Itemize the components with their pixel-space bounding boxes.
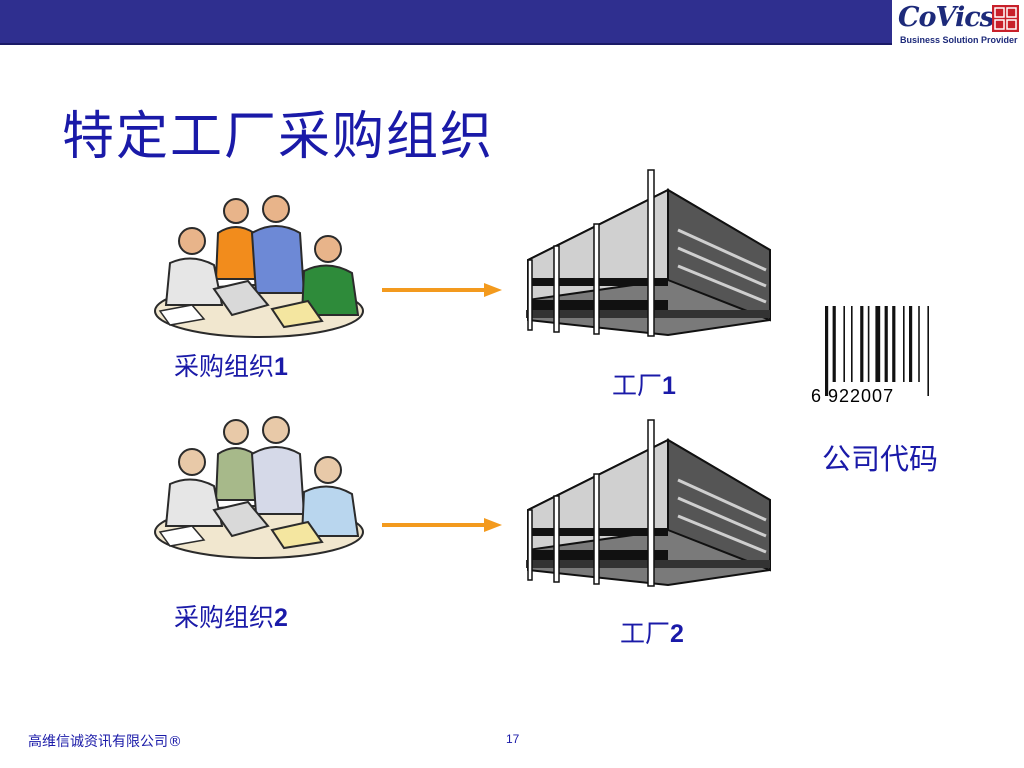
- factory-building-icon: [526, 169, 771, 337]
- people-meeting-icon: [154, 416, 364, 559]
- company-code-label: 公司代码: [822, 442, 939, 476]
- logo-seal-icon: [992, 5, 1019, 32]
- covics-logo: CoVics Business Solution Provider: [892, 0, 1024, 46]
- logo-wordmark: CoVics: [898, 2, 995, 33]
- people-meeting-icon: [154, 195, 364, 338]
- arrow-right-icon: [382, 518, 502, 532]
- arrow-right-icon: [382, 283, 502, 297]
- purchasing-group-label-1: 采购组织1: [174, 352, 288, 381]
- header-bar: [0, 0, 892, 45]
- purchasing-group-label-2: 采购组织2: [174, 603, 288, 632]
- plant-label-2: 工厂2: [620, 619, 684, 648]
- logo-tagline: Business Solution Provider: [900, 35, 1018, 45]
- plant-label-1: 工厂1: [612, 371, 676, 400]
- page-number: 17: [506, 732, 520, 746]
- footer-company-name: 高维信诚资讯有限公司®: [28, 734, 182, 750]
- factory-building-icon: [526, 419, 771, 587]
- barcode-digits: 6 922007: [811, 386, 895, 406]
- slide-title: 特定工厂采购组织: [62, 107, 495, 167]
- barcode-icon: [825, 306, 929, 396]
